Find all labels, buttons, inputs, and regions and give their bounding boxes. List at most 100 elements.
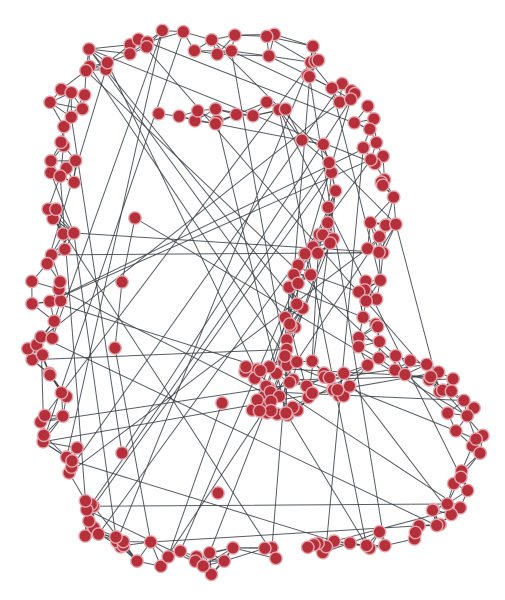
graph-node [187,43,202,58]
graph-node [78,529,93,543]
graph-node [453,470,468,485]
graph-node [78,493,93,508]
graph-node [82,514,96,528]
graph-node [155,23,170,38]
graph-edge [150,524,441,543]
graph-edge [90,162,330,505]
graph-edge [333,507,461,542]
graph-node [128,211,142,225]
graph-node [153,559,168,574]
graph-edge [27,101,341,350]
graph-edge [51,252,384,256]
graph-node [109,530,123,544]
graph-node [321,200,335,215]
graph-edge [42,31,184,443]
graph-node [64,85,79,100]
graph-node [343,536,357,550]
graph-node [446,371,460,386]
graph-node [257,541,272,556]
graph-edge [58,288,294,408]
graph-node [208,116,223,131]
graph-node [252,403,267,418]
graph-edge [47,208,277,559]
graph-node [54,385,69,400]
graph-node [294,133,309,148]
graph-node [77,88,92,102]
graph-node [279,406,293,420]
graph-node [44,153,58,168]
graph-edge [40,336,438,526]
graph-node [24,274,39,289]
graph-edge [230,50,288,366]
graph-node [176,24,191,39]
graph-node [328,183,343,198]
graph-node [388,217,403,232]
graph-edge [31,348,288,361]
graph-node [115,446,129,460]
graph-edge [285,412,367,546]
graph-node [115,275,129,289]
graph-node [460,408,475,423]
graph-node [363,152,378,167]
graph-node [316,137,331,152]
graph-node [277,349,292,363]
graph-node [371,351,386,365]
graph-node [226,541,240,555]
graph-node [360,99,375,114]
graph-node [289,297,304,311]
graph-node [342,379,357,393]
graph-node [82,42,96,56]
graph-node [322,155,336,170]
graph-node [359,294,373,308]
graph-node [151,106,166,121]
graph-node [356,310,370,325]
graph-node [202,545,217,560]
graph-node [440,497,455,511]
graph-node [54,135,68,150]
graph-node [246,108,260,123]
graph-node [56,409,70,423]
graph-node [370,319,385,334]
graph-edge [223,547,266,562]
graph-node [49,202,63,217]
graph-edge [121,217,136,283]
graph-node [79,63,93,78]
graph-edge [71,460,335,542]
graph-edge [89,66,286,357]
graph-edge [88,44,131,50]
graph-node [91,527,106,541]
graph-node [204,567,219,582]
graph-edge [49,159,372,302]
graph-node [362,122,377,137]
graph-node [227,28,242,42]
graph-node [456,393,471,408]
graph-node [305,39,320,54]
graph-node [425,503,440,518]
graph-node [259,29,274,44]
graph-node [53,169,68,184]
graph-node [108,341,122,355]
graph-node [215,396,229,410]
graph-node [238,359,253,374]
graph-node [408,525,423,540]
graph-node [289,354,304,369]
graph-node [53,274,67,289]
graph-node [70,440,85,455]
graph-node [217,554,232,568]
graph-node [330,382,345,397]
graph-edge [49,142,377,302]
graph-node [161,550,176,564]
graph-edge [114,281,123,349]
graph-node [282,317,297,331]
graph-node [460,483,475,498]
graph-node [300,540,315,555]
graph-edge [92,503,448,507]
graph-node [403,353,418,368]
graph-node [47,314,62,329]
graph-node [332,95,347,110]
graph-node [291,276,305,291]
graph-edge [211,39,397,225]
graph-node [34,329,48,344]
graph-node [444,384,459,398]
